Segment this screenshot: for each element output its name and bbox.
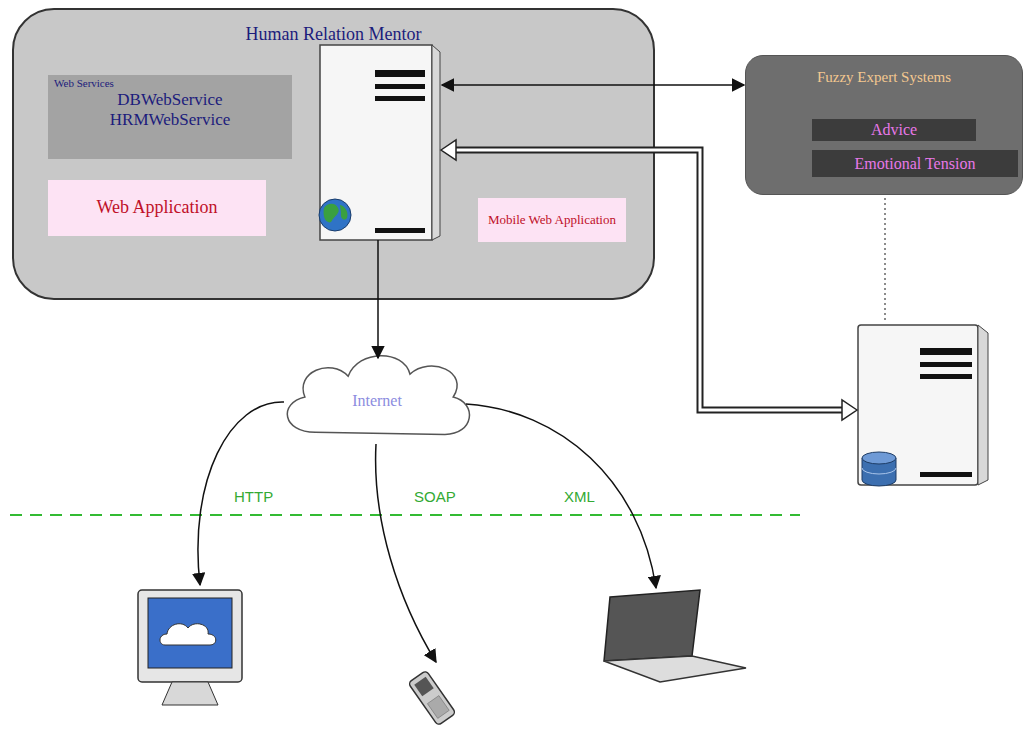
drawing-part [441,140,456,160]
drawing-part [604,590,700,661]
drawing-part [862,468,896,474]
node-body: DBWebService HRMWebService [85,90,255,130]
laptop [604,590,746,682]
node-title: Internet [352,391,402,410]
protocol-label: SOAP [412,488,458,506]
drawing-part [920,374,972,379]
drawing-part [862,452,896,464]
drawing-part [432,45,440,240]
separator-line [10,514,800,516]
drawing-part [604,656,746,682]
drawing-part [842,400,857,420]
connector-arrow [442,84,744,86]
drawing-part [920,348,972,355]
drawing-part [920,362,972,367]
drawing-part [376,444,436,662]
drawing-part [455,150,843,410]
drawing-part [920,472,972,477]
node-title: Fuzzy Expert Systems [817,68,951,86]
drawing-part [862,458,896,486]
module-box: Advice [812,119,976,141]
mobile-phone [408,670,456,725]
drawing-part [414,677,433,696]
drawing-part [427,696,449,719]
protocol-label: HTTP [232,488,275,506]
drawing-part [324,204,339,223]
drawing-part [408,670,456,725]
drawing-part [375,228,425,233]
drawing-part [148,598,232,668]
globe-icon [319,199,351,231]
node-title: Web Application [96,197,217,219]
drawing-part [320,45,432,240]
drawing-part [160,624,216,645]
drawing-part [319,199,351,231]
node-title: Mobile Web Application [488,212,616,228]
client-links [198,402,656,662]
drawing-part [375,84,425,89]
drawing-part [978,325,988,485]
drawing-part [455,150,843,410]
system-box: Web ServicesDBWebService HRMWebServiceWe… [12,8,655,300]
drawing-part [340,205,348,220]
node-title: Advice [871,120,917,140]
drawing-part [375,96,425,101]
connector-arrow [377,240,379,358]
drawing-part [466,404,656,588]
network-cloud: Internet [274,345,480,449]
application-box: Web Application [48,180,266,236]
node-title: Emotional Tension [855,154,976,174]
drawing-part [858,325,978,485]
drawing-part [375,70,425,77]
expert-system-box: AdviceEmotional Tension Fuzzy Expert Syst… [745,55,1023,195]
web-server [320,45,440,240]
node-title: Web Services [54,77,114,90]
module-box: Emotional Tension [812,150,1018,177]
drawing-part [138,590,242,682]
data-link-arrow [441,140,857,420]
service-box: Web ServicesDBWebService HRMWebService [48,75,292,159]
desktop-monitor [138,590,242,705]
dotted-link [884,198,886,322]
database-server [858,325,988,486]
node-title: Human Relation Mentor [246,24,422,46]
drawing-part [162,682,218,705]
drawing-part [198,402,284,585]
application-box: Mobile Web Application [478,198,626,242]
protocol-label: XML [562,488,597,506]
